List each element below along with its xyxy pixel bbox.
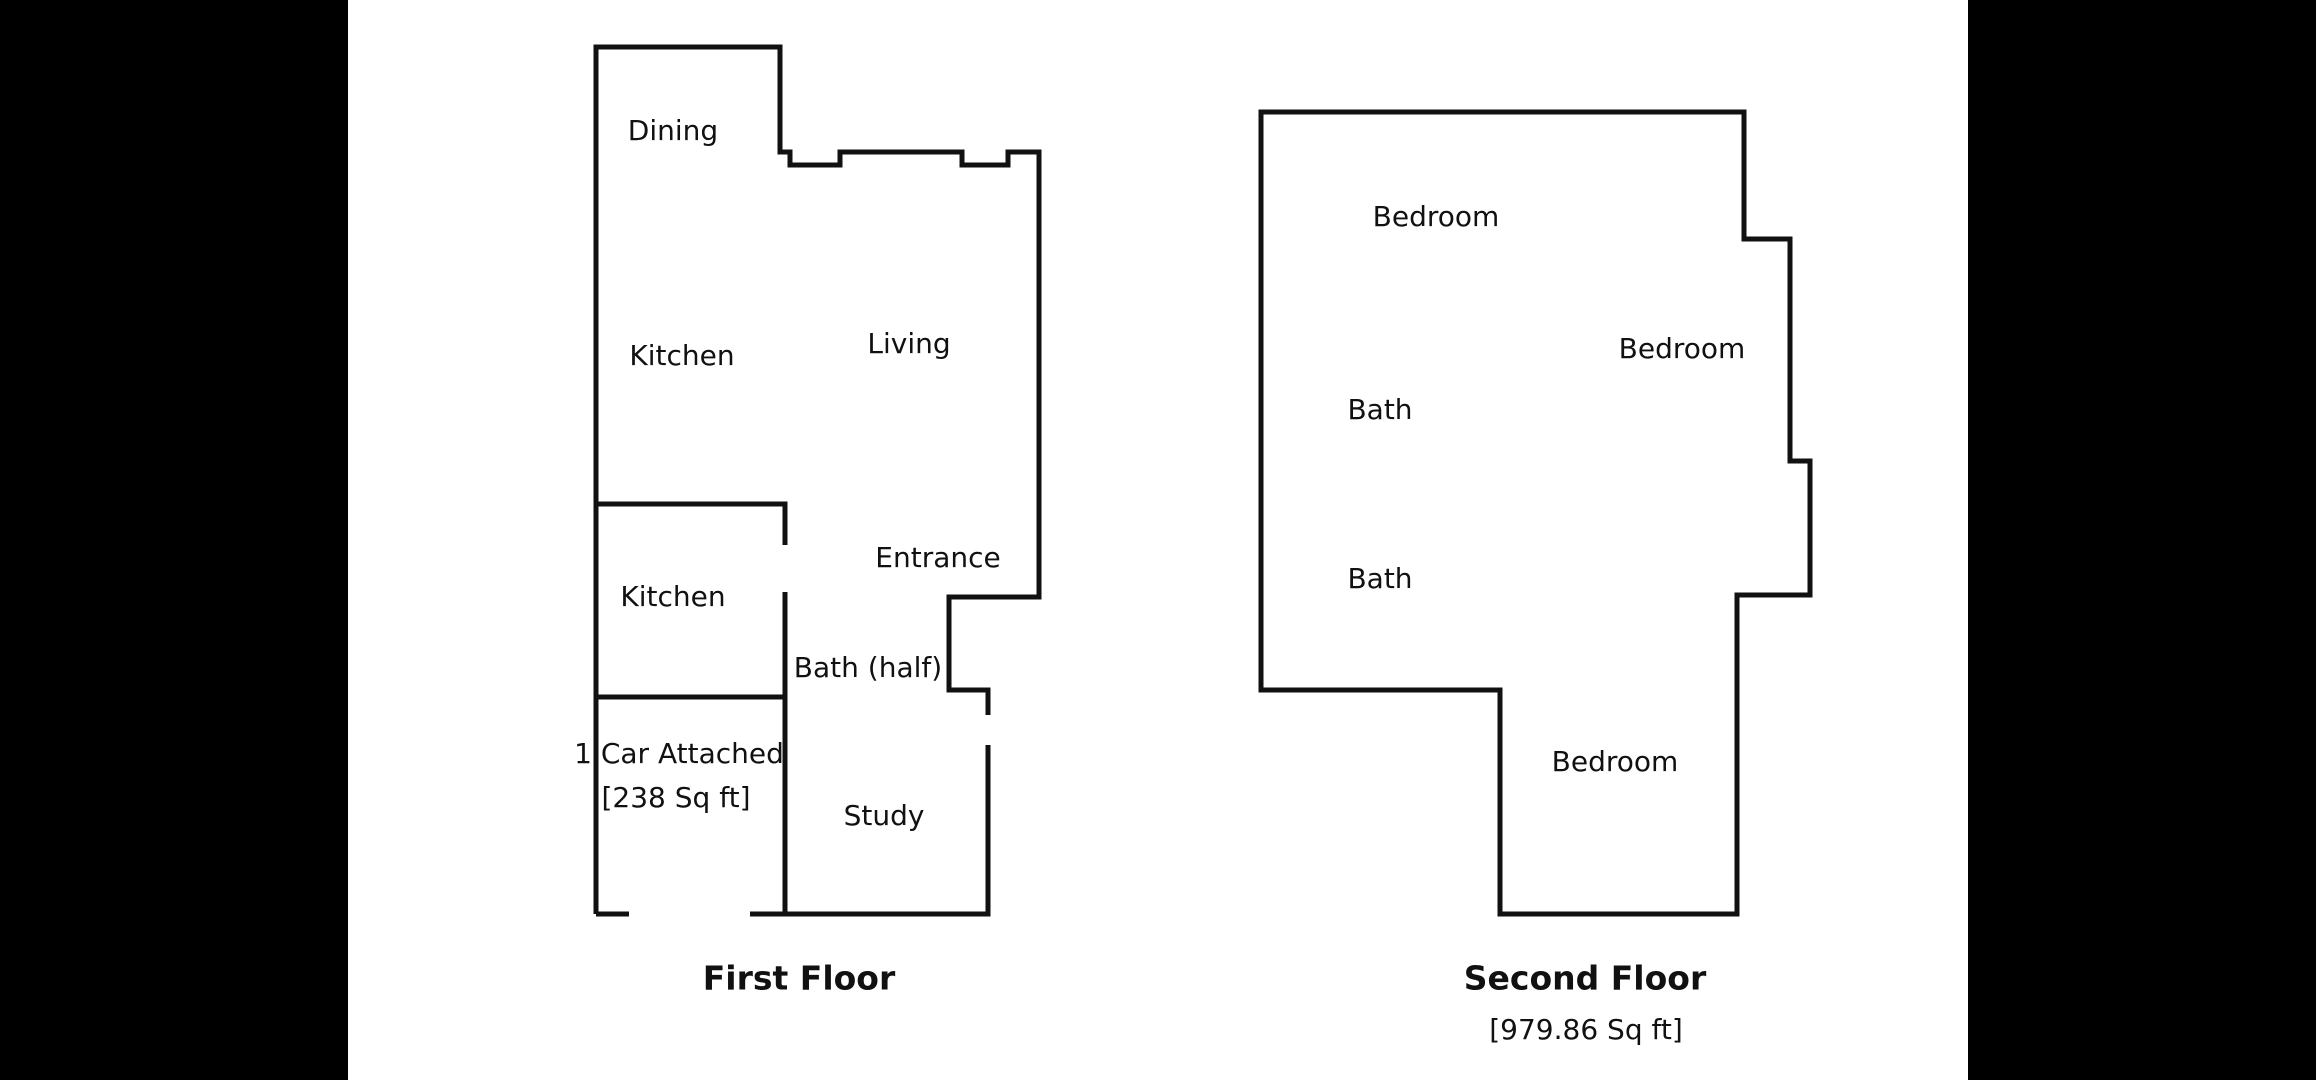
room-label-kitchen-upper: Kitchen — [629, 339, 735, 372]
room-label-entrance: Entrance — [875, 541, 1001, 574]
room-label-bedroom-right: Bedroom — [1618, 332, 1746, 365]
floor-area-second: [979.86 Sq ft] — [1489, 1013, 1683, 1046]
kitchen-divider-wall — [596, 501, 788, 545]
floor-plan-drawing — [593, 44, 1813, 917]
second-floor-outline — [1258, 109, 1813, 917]
room-label-kitchen-lower: Kitchen — [620, 580, 726, 613]
floor-title-second: Second Floor — [1463, 958, 1707, 998]
first-floor-outline — [593, 44, 1042, 914]
room-label-living: Living — [867, 327, 951, 360]
room-label-bedroom-bottom: Bedroom — [1551, 745, 1679, 778]
floor-plan-canvas: Dining Kitchen Living Entrance Kitchen B… — [348, 0, 1968, 1080]
room-label-bath-half: Bath (half) — [793, 651, 943, 684]
room-label-dining: Dining — [627, 114, 719, 147]
room-area-garage: [238 Sq ft] — [601, 781, 751, 814]
room-label-study: Study — [843, 799, 925, 832]
room-label-garage: 1 Car Attached — [574, 737, 784, 770]
room-label-bath-lower: Bath — [1347, 562, 1413, 595]
floor-title-first: First Floor — [702, 958, 896, 998]
room-label-bedroom-top: Bedroom — [1372, 200, 1500, 233]
room-label-bath-upper: Bath — [1347, 393, 1413, 426]
first-floor-east-wall — [750, 745, 991, 917]
